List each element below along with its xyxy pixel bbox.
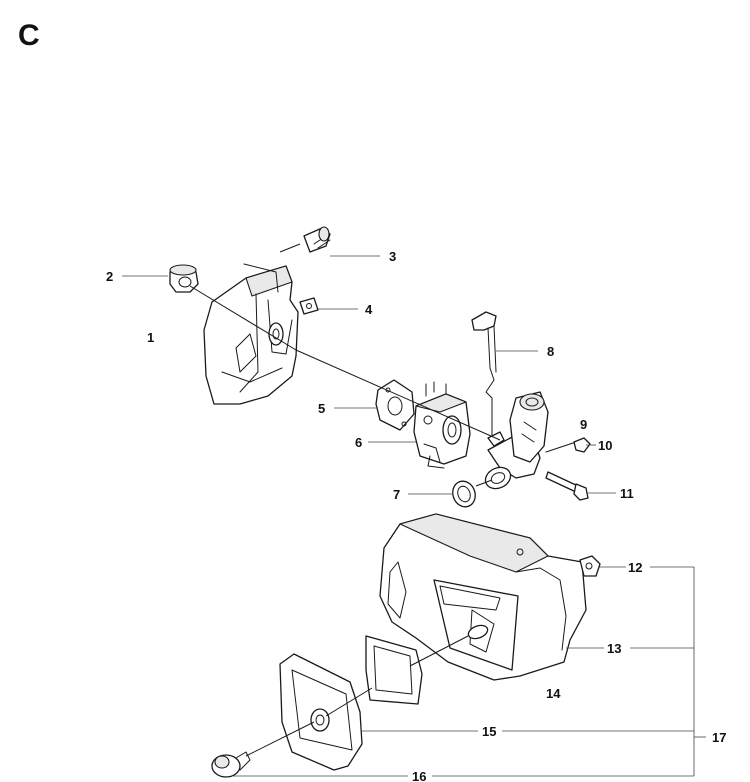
callout-9: 9 xyxy=(580,417,587,432)
part-13-filter-cover xyxy=(379,513,587,681)
callout-3: 3 xyxy=(389,249,396,264)
part-16-knob xyxy=(211,751,251,778)
part-15-cover-plate xyxy=(279,653,363,771)
part-12-nut xyxy=(579,555,601,577)
leader-lines xyxy=(122,255,706,777)
callout-16: 16 xyxy=(412,769,426,782)
callout-15: 15 xyxy=(482,724,496,739)
callout-12: 12 xyxy=(628,560,642,575)
callout-7: 7 xyxy=(393,487,400,502)
part-4-nut xyxy=(299,297,319,315)
part-7-o-ring xyxy=(452,480,476,508)
callout-14: 14 xyxy=(546,686,561,701)
part-3-screw xyxy=(303,226,331,253)
callout-4: 4 xyxy=(365,302,373,317)
upper-assembly-axis xyxy=(189,243,501,487)
callout-13: 13 xyxy=(607,641,621,656)
callout-6: 6 xyxy=(355,435,362,450)
lower-assembly-axis xyxy=(245,635,469,757)
callout-11: 11 xyxy=(620,486,634,501)
part-11-bolt xyxy=(545,471,589,501)
part-2-bushing xyxy=(169,264,199,293)
callout-2: 2 xyxy=(106,269,113,284)
callout-5: 5 xyxy=(318,401,325,416)
callout-10: 10 xyxy=(598,438,612,453)
callout-17: 17 xyxy=(712,730,726,745)
part-14-filter-element xyxy=(365,635,423,705)
part-9-intake-adapter xyxy=(484,391,549,490)
callout-8: 8 xyxy=(547,344,554,359)
section-label: C xyxy=(18,19,40,52)
part-6-carburettor xyxy=(413,381,471,469)
callout-1: 1 xyxy=(147,330,154,345)
part-10-screw xyxy=(545,437,591,453)
part-1-bracket xyxy=(203,263,299,405)
part-8-throttle-link xyxy=(471,311,497,439)
